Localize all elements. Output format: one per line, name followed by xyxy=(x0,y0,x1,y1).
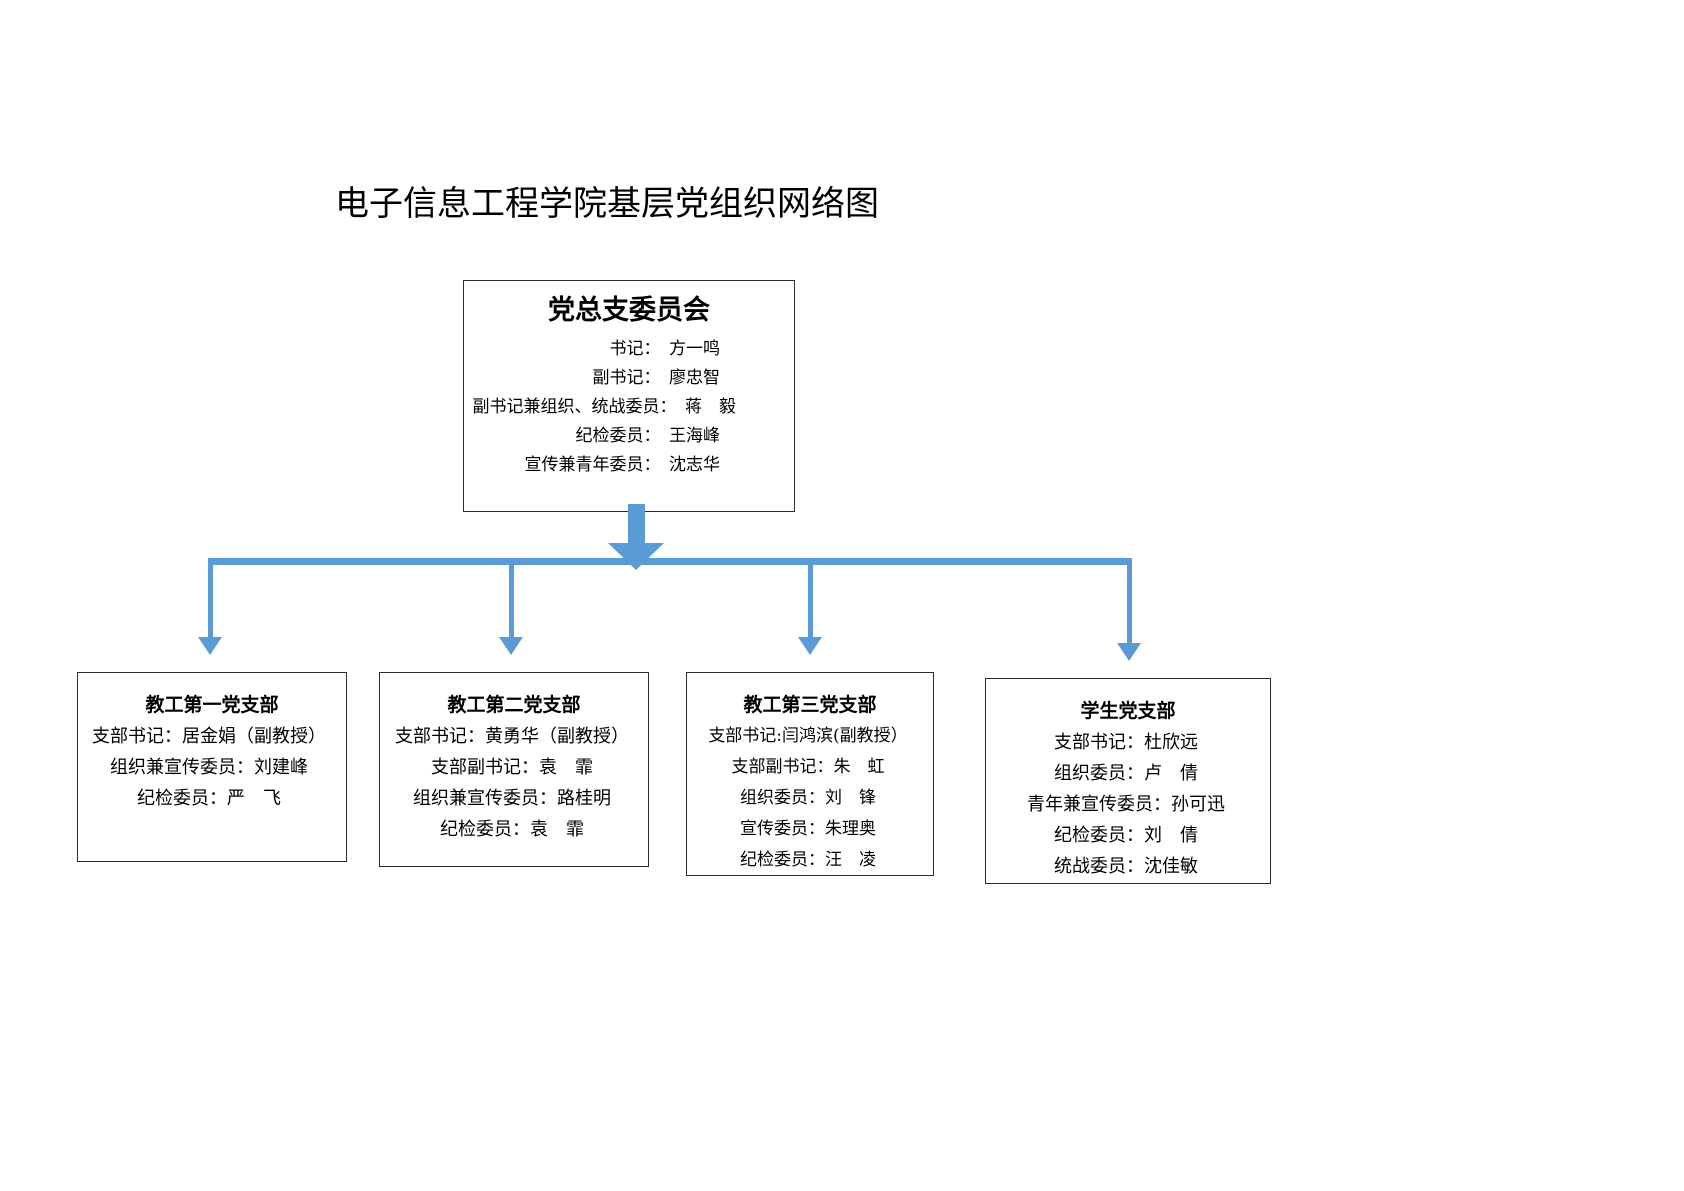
node-branch-teaching-staff-2: 教工第二党支部 支部书记：黄勇华（副教授） 支部副书记：袁 霏 组织兼宣传委员：… xyxy=(379,672,649,867)
branch-member-row: 组织兼宣传委员：刘建峰 xyxy=(110,757,308,778)
connector-drop-4 xyxy=(1127,558,1132,647)
branch-member-row: 支部书记：居金娟（副教授） xyxy=(92,726,326,747)
root-member-row: 宣传兼青年委员： 沈志华 xyxy=(524,455,721,475)
connector-arrowhead-1-icon xyxy=(198,637,222,655)
root-member-list: 书记： 方一鸣 副书记： 廖忠智 副书记兼组织、统战委员： 蒋 毅 纪检委员： … xyxy=(464,335,794,480)
branch-member-row: 纪检委员：汪 凌 xyxy=(740,850,876,870)
branch-member-row: 支部书记:闫鸿滨(副教授） xyxy=(708,726,908,746)
root-member-row: 纪检委员： 王海峰 xyxy=(575,426,721,446)
connector-drop-2 xyxy=(509,558,514,641)
branch-member-row: 纪检委员：袁 霏 xyxy=(440,819,584,840)
node-branch-students: 学生党支部 支部书记：杜欣远 组织委员：卢 倩 青年兼宣传委员：孙可迅 纪检委员… xyxy=(985,678,1271,884)
connector-drop-1 xyxy=(208,558,213,641)
branch-member-row: 青年兼宣传委员：孙可迅 xyxy=(1027,794,1225,815)
branch-member-row: 支部副书记：朱 虹 xyxy=(731,757,885,777)
connector-drop-3 xyxy=(808,558,813,641)
connector-horizontal-bus xyxy=(208,558,1132,565)
node-branch-teaching-staff-1: 教工第一党支部 支部书记：居金娟（副教授） 组织兼宣传委员：刘建峰 纪检委员：严… xyxy=(77,672,347,862)
branch-member-row: 支部副书记：袁 霏 xyxy=(431,757,593,778)
branch-member-row: 支部书记：杜欣远 xyxy=(1054,732,1198,753)
branch-heading: 教工第一党支部 xyxy=(145,694,279,716)
branch-member-row: 组织委员：卢 倩 xyxy=(1054,763,1198,784)
root-member-row: 副书记： 廖忠智 xyxy=(592,368,721,388)
root-member-row: 副书记兼组织、统战委员： 蒋 毅 xyxy=(472,397,737,417)
node-root-party-committee: 党总支委员会 书记： 方一鸣 副书记： 廖忠智 副书记兼组织、统战委员： 蒋 毅… xyxy=(463,280,795,512)
page-title: 电子信息工程学院基层党组织网络图 xyxy=(335,184,879,224)
connector-trunk-arrowhead-icon xyxy=(608,543,664,570)
root-heading: 党总支委员会 xyxy=(548,295,710,326)
branch-member-row: 统战委员：沈佳敏 xyxy=(1054,856,1198,877)
connector-arrowhead-4-icon xyxy=(1117,643,1141,661)
branch-heading: 教工第三党支部 xyxy=(743,694,877,716)
branch-member-row: 纪检委员：刘 倩 xyxy=(1054,825,1198,846)
connector-arrowhead-3-icon xyxy=(798,637,822,655)
branch-heading: 教工第二党支部 xyxy=(447,694,581,716)
root-member-row: 书记： 方一鸣 xyxy=(609,339,721,359)
branch-member-row: 组织委员：刘 锋 xyxy=(740,788,876,808)
connector-arrowhead-2-icon xyxy=(499,637,523,655)
connector-trunk-shaft xyxy=(628,504,645,549)
branch-member-row: 宣传委员：朱理奥 xyxy=(740,819,876,839)
node-branch-teaching-staff-3: 教工第三党支部 支部书记:闫鸿滨(副教授） 支部副书记：朱 虹 组织委员：刘 锋… xyxy=(686,672,934,876)
branch-heading: 学生党支部 xyxy=(1080,700,1176,722)
branch-member-row: 纪检委员：严 飞 xyxy=(137,788,281,809)
branch-member-row: 组织兼宣传委员：路桂明 xyxy=(413,788,611,809)
branch-member-row: 支部书记：黄勇华（副教授） xyxy=(395,726,629,747)
